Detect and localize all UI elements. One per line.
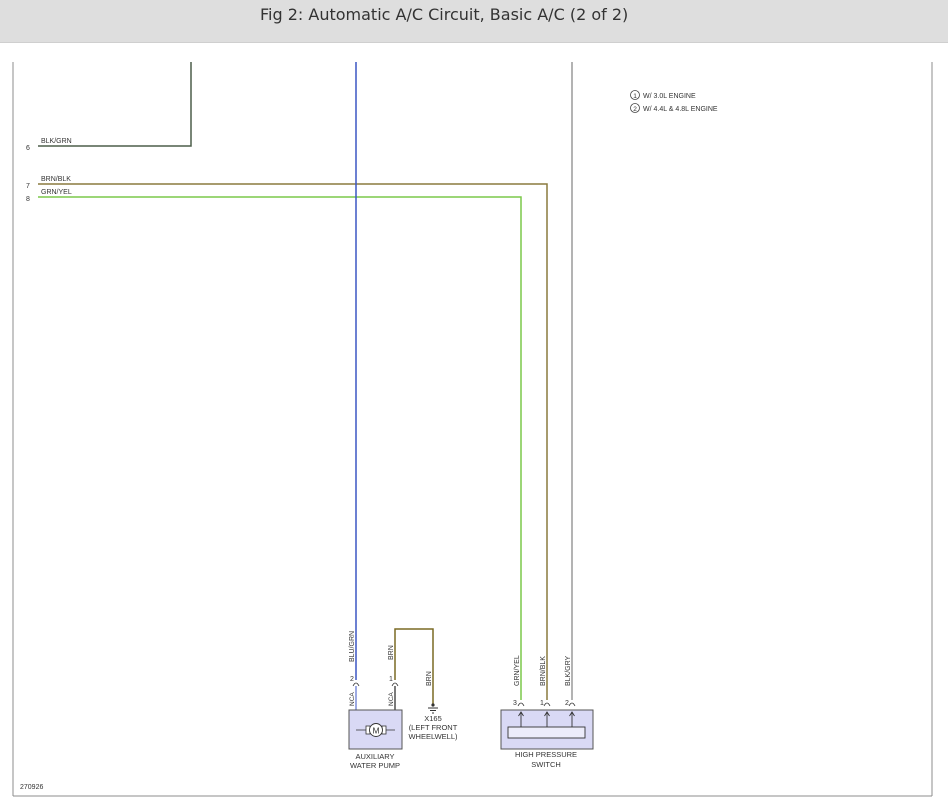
wire-label-blk-gry-switch: BLK/GRY [565, 655, 572, 686]
ground-id: X165 [424, 714, 442, 723]
wire-label-brn-blk-switch: BRN/BLK [540, 656, 547, 686]
nca-label-right: NCA [388, 692, 395, 706]
wire-label-grn-yel: GRN/YEL [41, 189, 72, 196]
switch-element [507, 726, 586, 739]
nca-label-left: NCA [349, 692, 356, 706]
legend-text-1: W/ 3.0L ENGINE [643, 93, 696, 100]
pump-name-line1: AUXILIARY [355, 752, 394, 761]
wire-blk-grn-path [38, 62, 192, 147]
switch-connector-3 [517, 702, 525, 707]
switch-arrow-3 [518, 711, 524, 717]
wire-brn-blk-path [38, 183, 548, 700]
switch-pin-1: 1 [540, 700, 544, 707]
wire-label-brn-blk: BRN/BLK [41, 176, 71, 183]
switch-pin-2: 2 [565, 700, 569, 707]
switch-name-line2: SWITCH [531, 760, 561, 769]
switch-pin-3: 3 [513, 700, 517, 707]
legend-circle-1 [630, 90, 640, 100]
pin-7: 7 [26, 183, 30, 190]
legend-circle-2 [630, 103, 640, 113]
pump-name-line2: WATER PUMP [350, 761, 400, 770]
ground-location-line1: (LEFT FRONT [409, 723, 458, 732]
high-pressure-switch: GRN/YEL BRN/BLK BLK/GRY 3 1 2 HIGH PRESS… [500, 655, 594, 769]
wire-label-blk-grn: BLK/GRN [41, 138, 72, 145]
pin-8: 8 [26, 196, 30, 203]
motor-icon [369, 723, 383, 737]
wire-label-brn-ground: BRN [426, 671, 433, 686]
switch-arrow-1 [544, 711, 550, 717]
wire-brn-path [394, 628, 434, 704]
motor-symbol: M [372, 726, 379, 736]
pump-connector-right [391, 682, 399, 687]
pin-6: 6 [26, 145, 30, 152]
ground-point [431, 703, 435, 707]
wire-label-brn-pump: BRN [388, 645, 395, 660]
wire-blk-grn [38, 62, 192, 147]
page-title: Fig 2: Automatic A/C Circuit, Basic A/C … [260, 5, 629, 24]
ground-location-line2: WHEELWELL) [408, 732, 458, 741]
ground-x165: BRN X165 (LEFT FRONT WHEELWELL) [408, 671, 458, 741]
legend-text-2: W/ 4.4L & 4.8L ENGINE [643, 106, 718, 113]
title-bar: Fig 2: Automatic A/C Circuit, Basic A/C … [0, 0, 948, 43]
legend-num-2: 2 [633, 106, 637, 113]
pump-pin-2: 2 [350, 676, 354, 683]
switch-arrow-2 [569, 711, 575, 717]
legend-num-1: 1 [633, 93, 637, 100]
switch-connector-2 [568, 702, 576, 707]
wire-label-grn-yel-switch: GRN/YEL [514, 655, 521, 686]
pump-pin-1: 1 [389, 676, 393, 683]
auxiliary-water-pump: BLU/GRN BRN 2 1 NCA NCA M AUXILIARY WATE… [348, 631, 403, 770]
pump-connector-left [352, 682, 360, 687]
switch-contacts [518, 711, 575, 727]
legend: 1 W/ 3.0L ENGINE 2 W/ 4.4L & 4.8L ENGINE [630, 90, 718, 113]
figure-code: 270926 [20, 784, 43, 791]
wire-grn-yel-path [38, 196, 522, 700]
switch-name-line1: HIGH PRESSURE [515, 750, 577, 759]
wire-label-blu-grn: BLU/GRN [349, 631, 356, 662]
switch-connector-1 [543, 702, 551, 707]
